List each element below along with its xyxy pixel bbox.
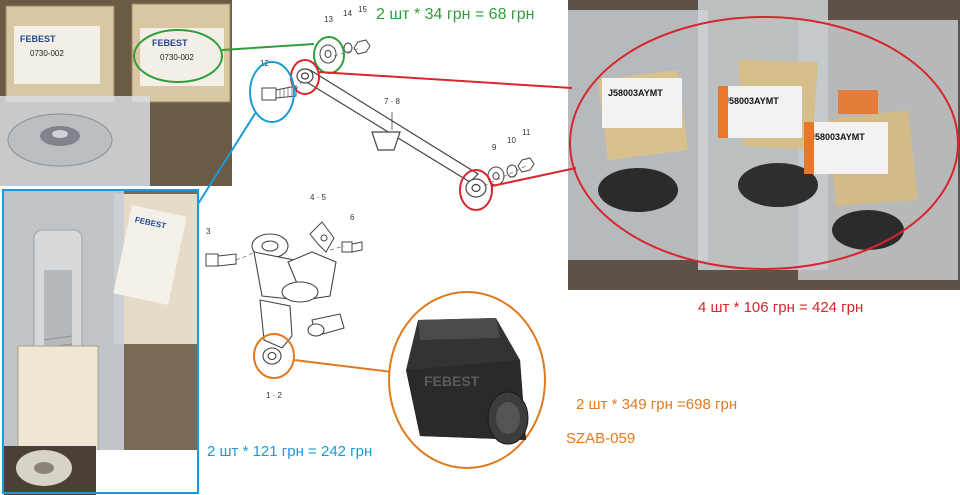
part-num-13: 13	[324, 15, 333, 24]
bolt-12	[261, 85, 297, 101]
orange-bushing-zoom: FEBEST	[388, 291, 546, 469]
photo-camber-bolt-bag: FEBEST	[4, 190, 198, 450]
part-num-10: 10	[507, 136, 516, 145]
blue-highlight-photo	[2, 189, 199, 494]
bolt-6	[341, 241, 363, 253]
red-highlight-rear	[459, 169, 493, 211]
part-num-4-5: 4 · 5	[310, 193, 327, 202]
part-num-6: 6	[350, 213, 355, 222]
part-num-7-8: 7 · 8	[384, 97, 401, 106]
photo-bushings-bags: J58003AYMT J58003AYMT J58003AYMT	[568, 0, 960, 290]
red-connector-front	[318, 71, 573, 89]
bracket-4-5	[309, 221, 335, 253]
box-code-left: 0730-002	[30, 49, 64, 58]
green-connector	[221, 43, 315, 51]
green-highlight-box	[133, 29, 223, 83]
trailing-arm	[296, 68, 487, 198]
part-num-9: 9	[492, 143, 497, 152]
red-connector-rear	[491, 167, 577, 187]
orange-connector	[293, 359, 393, 373]
orange-highlight-part	[253, 333, 295, 379]
part-num-15: 15	[358, 5, 367, 14]
bag-code-2: J58003AYMT	[724, 96, 779, 106]
blue-highlight-part	[249, 61, 295, 123]
red-highlight-photo	[569, 16, 959, 270]
blue-annotation: 2 шт * 121 грн = 242 грн	[207, 443, 373, 460]
part-num-1-2: 1 · 2	[266, 391, 283, 400]
green-annotation: 2 шт * 34 грн = 68 грн	[376, 6, 535, 23]
part-num-14: 14	[343, 9, 352, 18]
box-brand-right: FEBEST	[152, 38, 188, 48]
washer-nut-13-15	[319, 39, 371, 64]
photo-washer-bag	[4, 446, 96, 495]
orange-annotation: 2 шт * 349 грн =698 грн	[576, 396, 738, 413]
box-brand-left: FEBEST	[20, 34, 56, 44]
knuckle-hub	[251, 233, 345, 365]
blue-connector	[197, 111, 257, 205]
part-num-11: 11	[522, 128, 531, 137]
bolt-3	[205, 253, 237, 267]
box-code-right: 0730-002	[160, 53, 194, 62]
bag-code-1: J58003AYMT	[608, 88, 663, 98]
part-num-3: 3	[206, 227, 211, 236]
part-code-label: SZAB-059	[566, 430, 636, 447]
bag-code-3: J58003AYMT	[810, 132, 865, 142]
red-annotation: 4 шт * 106 грн = 424 грн	[698, 299, 864, 316]
bushing-brand: FEBEST	[424, 373, 480, 389]
